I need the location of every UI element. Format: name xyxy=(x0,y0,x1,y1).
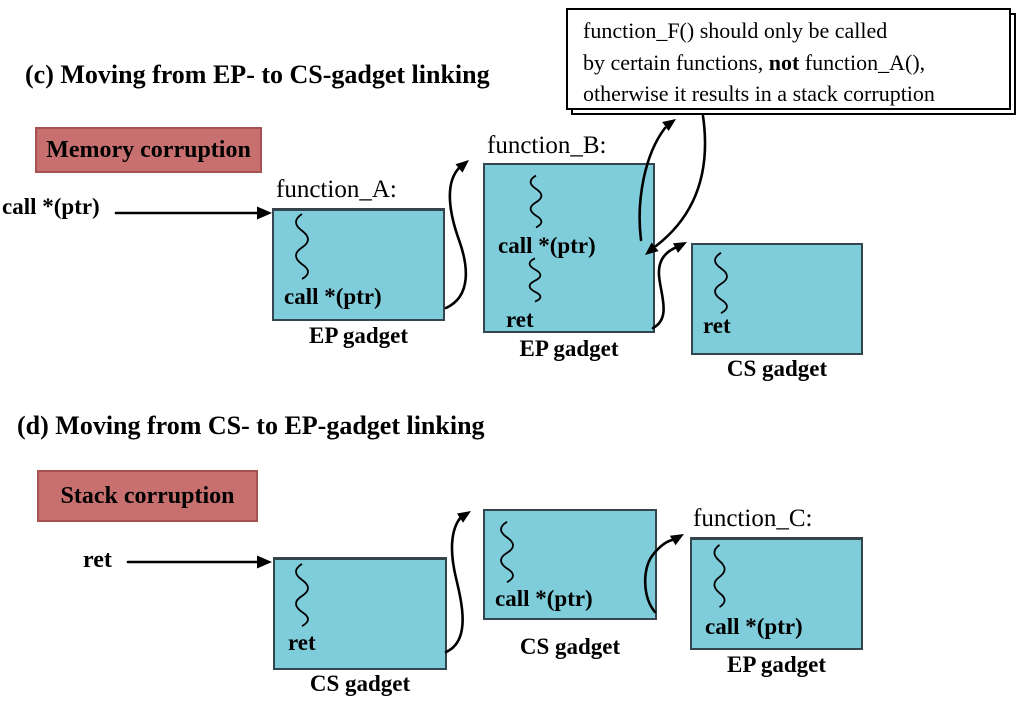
arrow-b-to-cs xyxy=(651,242,687,330)
entry-arrow-c xyxy=(114,206,272,220)
arrow-a-to-b xyxy=(444,160,469,310)
cs-box-2-instruction: call *(ptr) xyxy=(495,586,593,611)
section-d-title: (d) Moving from CS- to EP-gadget linking xyxy=(17,411,485,440)
cs-gadget-label-c: CS gadget xyxy=(726,356,828,381)
function-c-label: function_C: xyxy=(693,505,813,532)
callout-line-2: by certain functions, not function_A(), xyxy=(583,49,926,75)
ep-gadget-label-b: EP gadget xyxy=(519,336,619,361)
entry-call-label-c: call *(ptr) xyxy=(2,194,100,219)
entry-arrow-d xyxy=(126,555,272,569)
function-b-ret: ret xyxy=(506,307,534,332)
function-b-instruction: call *(ptr) xyxy=(498,233,596,258)
callout-line-1: function_F() should only be called xyxy=(583,18,888,43)
section-c-title: (c) Moving from EP- to CS-gadget linking xyxy=(25,60,490,89)
cs-gadget-label-d2: CS gadget xyxy=(519,634,621,659)
callout-note: function_F() should only be called by ce… xyxy=(566,8,1011,110)
arrow-d1-to-d2 xyxy=(444,511,471,654)
function-b-box xyxy=(483,163,655,333)
stack-corruption-box: Stack corruption xyxy=(37,470,258,522)
function-c-instruction: call *(ptr) xyxy=(705,614,803,639)
entry-ret-label-d: ret xyxy=(83,547,112,573)
function-a-instruction: call *(ptr) xyxy=(284,284,382,309)
ep-gadget-label-a: EP gadget xyxy=(308,323,409,348)
function-a-label: function_A: xyxy=(276,176,397,203)
function-b-label: function_B: xyxy=(487,132,607,159)
ep-gadget-label-c2: EP gadget xyxy=(726,652,827,677)
memory-corruption-box: Memory corruption xyxy=(35,127,262,173)
callout-not-emphasis: not xyxy=(768,49,800,75)
cs-gadget-label-d1: CS gadget xyxy=(309,671,411,696)
cs-box-1-ret: ret xyxy=(288,630,316,655)
callout-line-3: otherwise it results in a stack corrupti… xyxy=(583,81,935,106)
cs-gadget-ret-c: ret xyxy=(703,313,731,338)
